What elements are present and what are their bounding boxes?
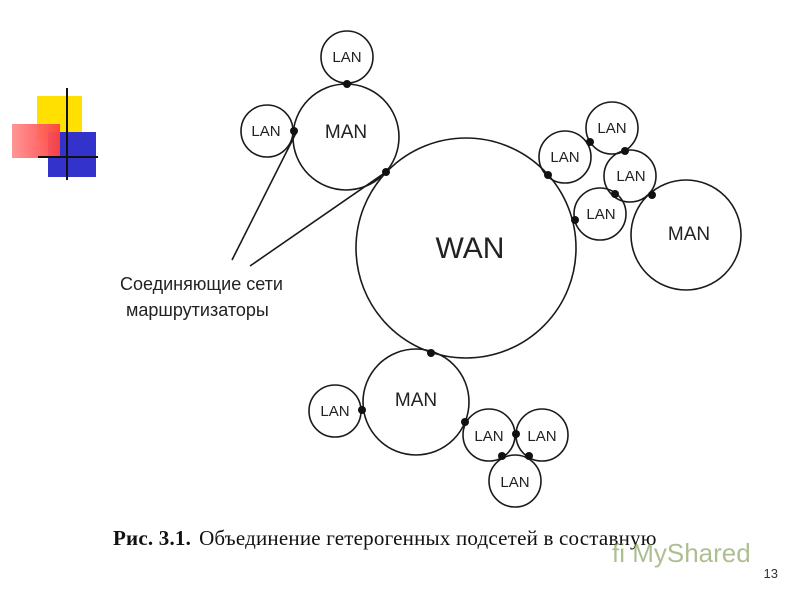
page-number: 13 <box>763 566 778 581</box>
man-label: MAN <box>395 390 437 411</box>
pointer-line <box>249 171 387 267</box>
lan-label: LAN <box>527 428 556 445</box>
lan-circle <box>573 187 627 241</box>
router-dot <box>611 190 619 198</box>
man-circle <box>630 179 742 291</box>
lan-label: LAN <box>320 403 349 420</box>
figure-caption: Рис. 3.1. Объединение гетерогенных подсет… <box>113 526 657 551</box>
pointer-line <box>231 132 297 261</box>
router-dot <box>648 191 656 199</box>
watermark: fi MyShared <box>612 538 751 568</box>
lan-label: LAN <box>474 428 503 445</box>
router-dot <box>544 171 552 179</box>
man-label: MAN <box>325 122 367 143</box>
lan-label: LAN <box>586 206 615 223</box>
wan-label: WAN <box>436 232 505 265</box>
figure-number: Рис. 3.1. <box>113 526 192 550</box>
annotation-line: Соединяющие сети <box>120 274 283 294</box>
router-dot <box>358 406 366 414</box>
wan-circle <box>355 137 577 359</box>
lan-label: LAN <box>616 168 645 185</box>
caption-text: Объединение гетерогенных подсетей в сост… <box>199 526 657 550</box>
lan-circle <box>488 454 542 508</box>
router-dot <box>498 452 506 460</box>
deco-vertical-line <box>66 88 68 180</box>
router-dot <box>525 452 533 460</box>
router-dot <box>586 138 594 146</box>
man-circle <box>362 348 470 456</box>
router-dot <box>571 216 579 224</box>
router-dot <box>427 349 435 357</box>
man-label: MAN <box>668 224 710 245</box>
lan-label: LAN <box>332 49 361 66</box>
router-dot <box>461 418 469 426</box>
lan-circle <box>585 101 639 155</box>
lan-label: LAN <box>550 149 579 166</box>
lan-label: LAN <box>500 474 529 491</box>
lan-circle <box>538 130 592 184</box>
router-dot <box>621 147 629 155</box>
deco-red-square <box>12 124 60 158</box>
router-dot <box>382 168 390 176</box>
lan-circle <box>603 149 657 203</box>
lan-label: LAN <box>597 120 626 137</box>
router-dot <box>290 127 298 135</box>
annotation-line: маршрутизаторы <box>126 300 269 320</box>
router-dot <box>512 430 520 438</box>
router-dot <box>343 80 351 88</box>
lan-label: LAN <box>251 123 280 140</box>
deco-horizontal-line <box>38 156 98 158</box>
